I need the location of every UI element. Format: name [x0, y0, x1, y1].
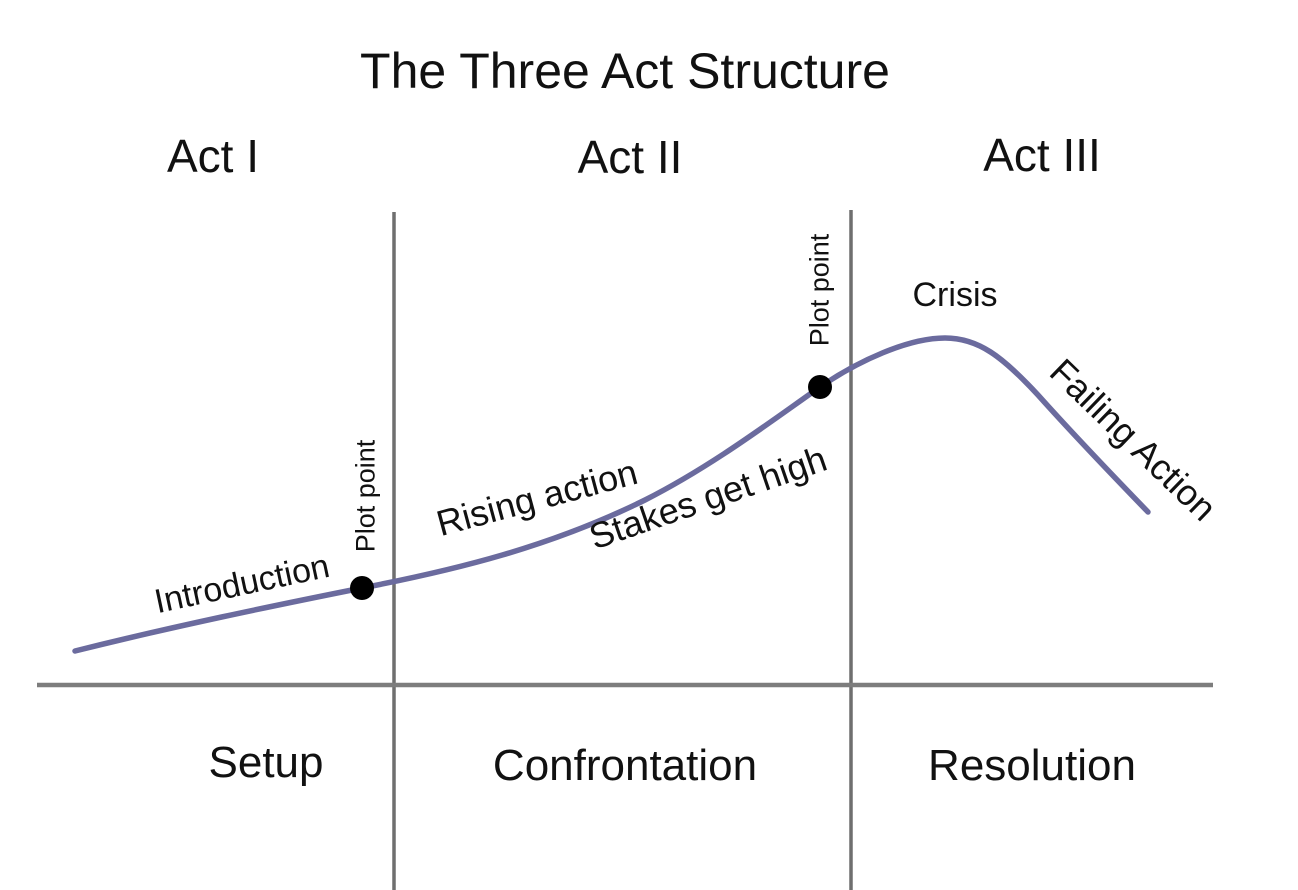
plot-point-dot-1 — [350, 576, 374, 600]
act-3-label: Act III — [983, 129, 1101, 181]
plot-point-1-label: Plot point — [350, 439, 381, 553]
tension-curve — [72, 335, 1151, 654]
diagram-title: The Three Act Structure — [360, 43, 890, 99]
act-2-label: Act II — [577, 131, 683, 183]
confrontation-phase-label: Confrontation — [492, 741, 758, 790]
plot-point-2-label: Plot point — [804, 233, 835, 347]
resolution-phase-label: Resolution — [928, 741, 1136, 790]
act-1-label: Act I — [166, 130, 260, 182]
plot-point-dot-2 — [808, 375, 832, 399]
setup-phase-label: Setup — [208, 738, 324, 787]
crisis-label: Crisis — [912, 276, 998, 314]
